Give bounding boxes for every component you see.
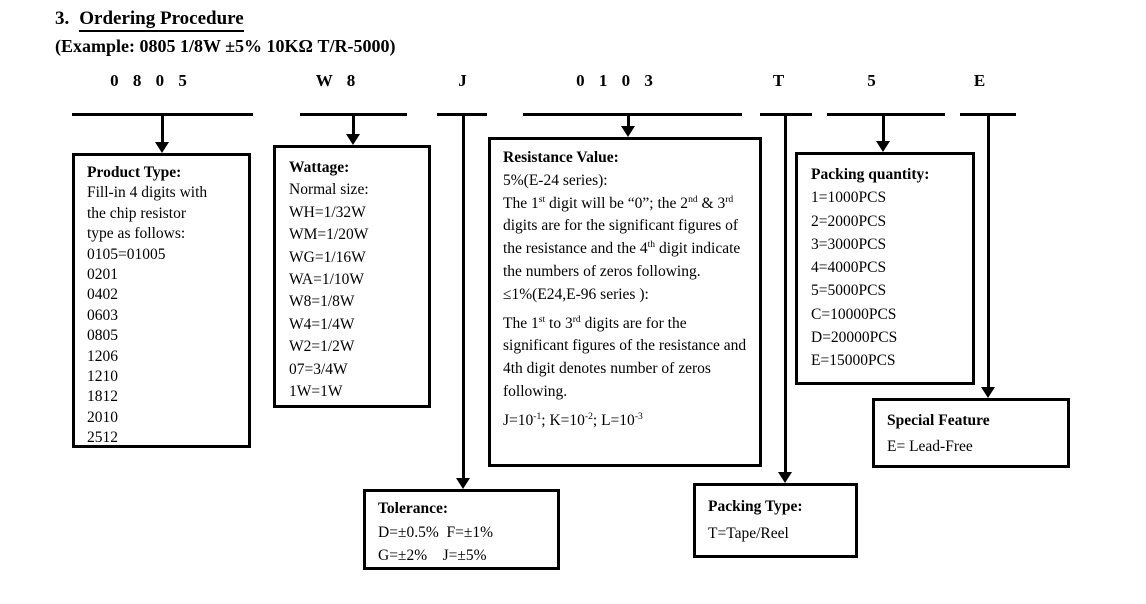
section-number: 3. [55,8,70,29]
arrow-line-packing-type [784,115,787,473]
product-type-line: 0402 [87,286,118,304]
code-segment-product-type: 0 8 0 5 [110,71,192,90]
resistance-rule-1pct: The 1st to 3rd digits are for the signif… [503,313,751,400]
product-type-line: 1812 [87,388,118,406]
tolerance-line: G=±2% J=±5% [378,547,487,564]
packing-quantity-line: E=15000PCS [811,352,896,370]
packing-quantity-line: 1=1000PCS [811,189,887,207]
arrow-head-resistance [621,126,635,137]
packing-type-heading: Packing Type: [708,498,803,515]
resistance-rule-5pct: The 1st digit will be “0”; the 2nd & 3rd… [503,193,745,280]
packing-quantity-heading: Packing quantity: [811,166,930,183]
packing-type-line: T=Tape/Reel [708,525,789,542]
packing-quantity-line: 2=2000PCS [811,212,887,230]
arrow-line-tolerance [462,115,465,479]
arrow-line-resistance [627,115,630,127]
tolerance-box: Tolerance: D=±0.5% F=±1% G=±2% J=±5% [363,489,560,570]
arrow-line-wattage [352,115,355,135]
product-type-line: type as follows: [87,225,186,243]
code-segment-tolerance: J [458,71,472,90]
tolerance-line: D=±0.5% F=±1% [378,523,494,541]
product-type-line: Fill-in 4 digits with [87,184,208,202]
packing-type-box: Packing Type: T=Tape/Reel [693,483,858,558]
arrow-line-packing-quantity [882,115,885,142]
arrow-head-packing-quantity [876,141,890,152]
product-type-box: Product Type: Fill-in 4 digits with the … [72,153,251,448]
special-feature-box: Special Feature E= Lead-Free [872,398,1070,468]
packing-quantity-line: C=10000PCS [811,305,897,323]
tolerance-heading: Tolerance: [378,500,449,517]
wattage-heading: Wattage: [289,159,350,176]
arrow-head-special-feature [981,387,995,398]
product-type-line: 1210 [87,368,118,386]
code-underline-packing-quantity [827,113,945,116]
example-note: (Example: 0805 1/8W ±5% 10KΩ T/R-5000) [55,36,396,56]
wattage-box: Wattage: Normal size: WH=1/32W WM=1/20W … [273,145,431,408]
wattage-line: W8=1/8W [289,293,355,311]
resistance-series-5pct: 5%(E-24 series): [503,171,608,189]
code-underline-packing-type [760,113,812,116]
product-type-line: 1206 [87,347,118,365]
code-segment-packing-type: T [772,71,790,90]
special-feature-line: E= Lead-Free [887,438,973,455]
product-type-line: 0603 [87,306,118,324]
arrow-head-tolerance [456,478,470,489]
resistance-value-box: Resistance Value: 5%(E-24 series): The 1… [488,137,762,467]
product-type-line: 2512 [87,429,118,447]
arrow-head-packing-type [778,472,792,483]
arrow-head-product-type [155,142,169,153]
arrow-head-wattage [346,134,360,145]
wattage-line: WM=1/20W [289,226,369,244]
arrow-line-special-feature [987,115,990,388]
code-underline-special-feature [960,113,1016,116]
resistance-series-1pct: ≤1%(E24,E-96 series ): [503,285,649,303]
page-title: 3. Ordering Procedure [55,8,244,32]
wattage-line: W4=1/4W [289,315,355,333]
packing-quantity-box: Packing quantity: 1=1000PCS 2=2000PCS 3=… [795,152,975,385]
resistance-heading: Resistance Value: [503,149,619,166]
product-type-line: 2010 [87,408,118,426]
code-segment-resistance: 0 1 0 3 [576,71,658,90]
product-type-line: 0105=01005 [87,245,166,263]
product-type-line: 0201 [87,266,118,284]
product-type-heading: Product Type: [87,164,182,181]
wattage-line: WA=1/10W [289,271,365,289]
code-underline-wattage [300,113,407,116]
product-type-line: the chip resistor [87,204,187,222]
packing-quantity-line: D=20000PCS [811,329,898,347]
packing-quantity-line: 5=5000PCS [811,282,887,300]
wattage-line: 1W=1W [289,383,343,401]
resistance-multipliers: J=10-1; K=10-2; L=10-3 [503,410,643,429]
wattage-line: 07=3/4W [289,360,348,378]
wattage-line: WG=1/16W [289,248,366,266]
packing-quantity-line: 3=3000PCS [811,235,887,253]
code-underline-resistance [523,113,742,116]
code-segment-wattage: W 8 [315,71,361,90]
code-segment-special-feature: E [973,71,991,90]
arrow-line-product-type [161,115,164,143]
wattage-line: W2=1/2W [289,338,355,356]
special-feature-heading: Special Feature [887,412,990,429]
code-underline-product-type [72,113,253,116]
section-title: Ordering Procedure [79,8,244,32]
wattage-line: WH=1/32W [289,203,366,221]
product-type-line: 0805 [87,327,118,345]
wattage-line: Normal size: [289,181,369,199]
packing-quantity-line: 4=4000PCS [811,259,887,277]
code-underline-tolerance [437,113,487,116]
code-segment-packing-quantity: 5 [867,71,881,90]
